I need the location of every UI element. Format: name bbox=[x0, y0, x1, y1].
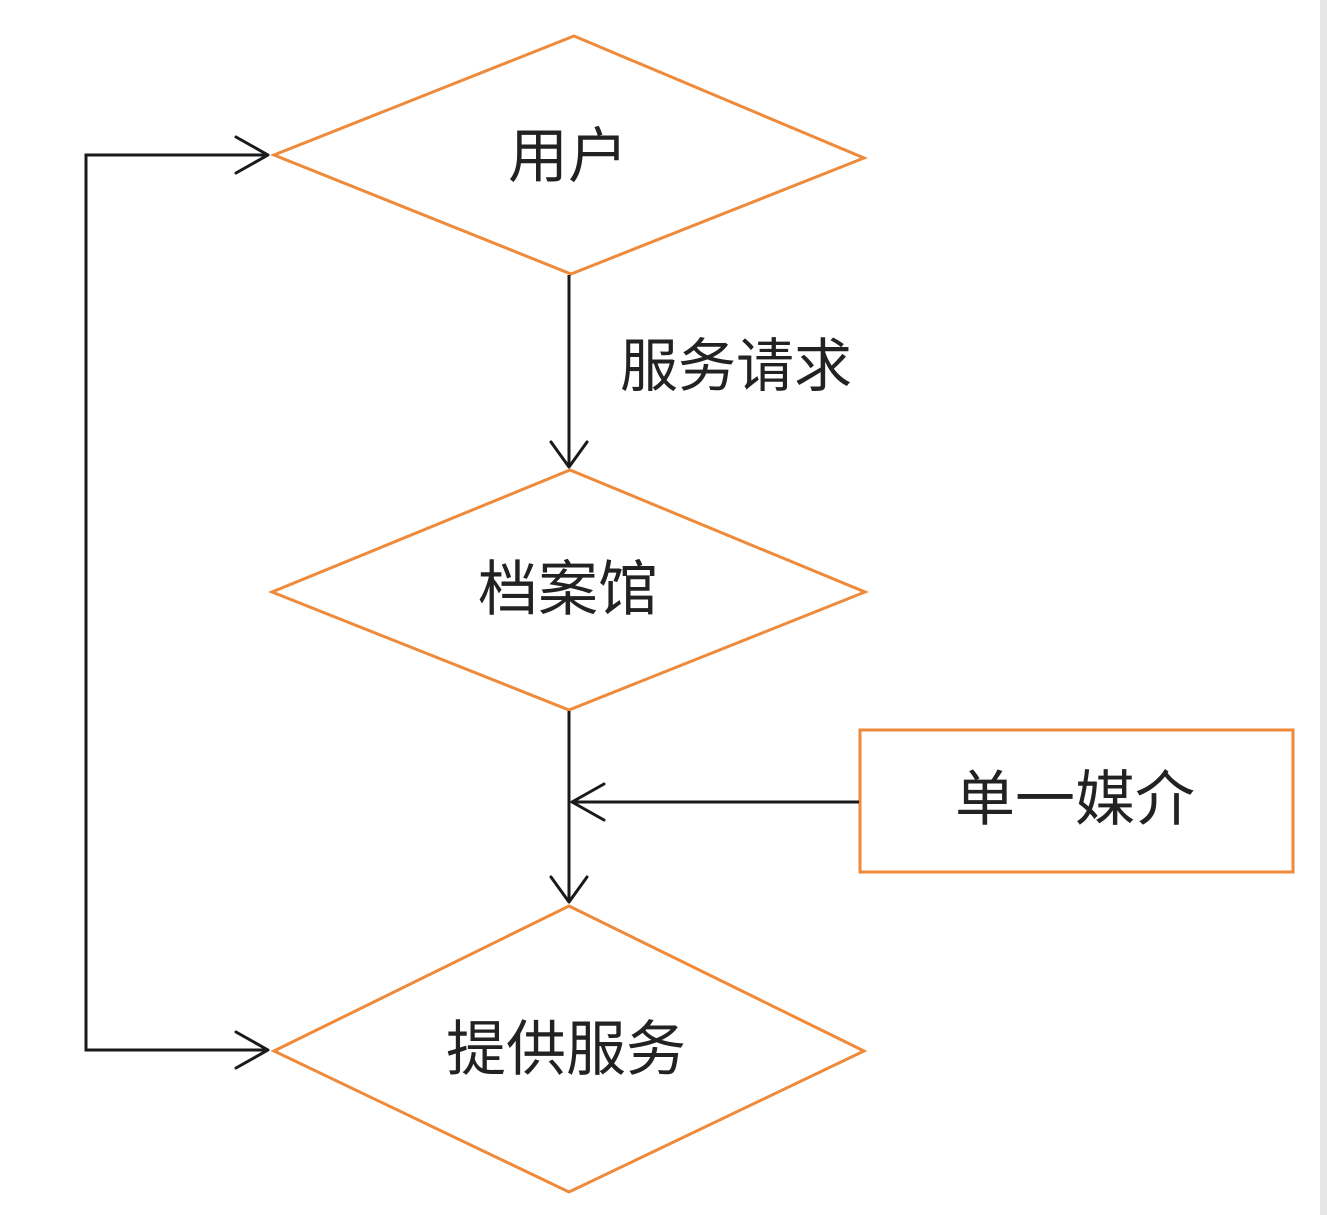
node-archive: 档案馆 bbox=[267, 468, 869, 712]
provide-service-label: 提供服务 bbox=[446, 1015, 686, 1085]
service-request-label: 服务请求 bbox=[620, 332, 852, 400]
user-label: 用户 bbox=[508, 122, 628, 192]
arrowhead-right-icon bbox=[234, 1030, 270, 1070]
node-single-media: 单一媒介 bbox=[858, 728, 1295, 874]
arrowhead-left-icon bbox=[570, 782, 606, 822]
arrowhead-down-icon bbox=[549, 875, 589, 904]
edge-feedback-loop bbox=[84, 135, 270, 1070]
feedback-loop-line bbox=[84, 153, 268, 1052]
user-diamond bbox=[269, 34, 868, 276]
edge-media-to-flow bbox=[570, 782, 859, 822]
arrowhead-right-icon bbox=[234, 135, 270, 175]
provide-service-diamond bbox=[270, 904, 868, 1194]
archive-label: 档案馆 bbox=[478, 555, 658, 625]
node-provide-service: 提供服务 bbox=[270, 904, 868, 1194]
node-user: 用户 bbox=[269, 34, 868, 276]
archive-diamond bbox=[267, 468, 869, 712]
single-media-box bbox=[858, 728, 1295, 874]
window-edge bbox=[1320, 0, 1327, 1215]
edge-archive-to-service bbox=[549, 711, 589, 904]
single-media-label: 单一媒介 bbox=[955, 765, 1195, 835]
arrowhead-down-icon bbox=[549, 440, 589, 469]
edge-user-to-archive: 服务请求 bbox=[549, 275, 852, 469]
